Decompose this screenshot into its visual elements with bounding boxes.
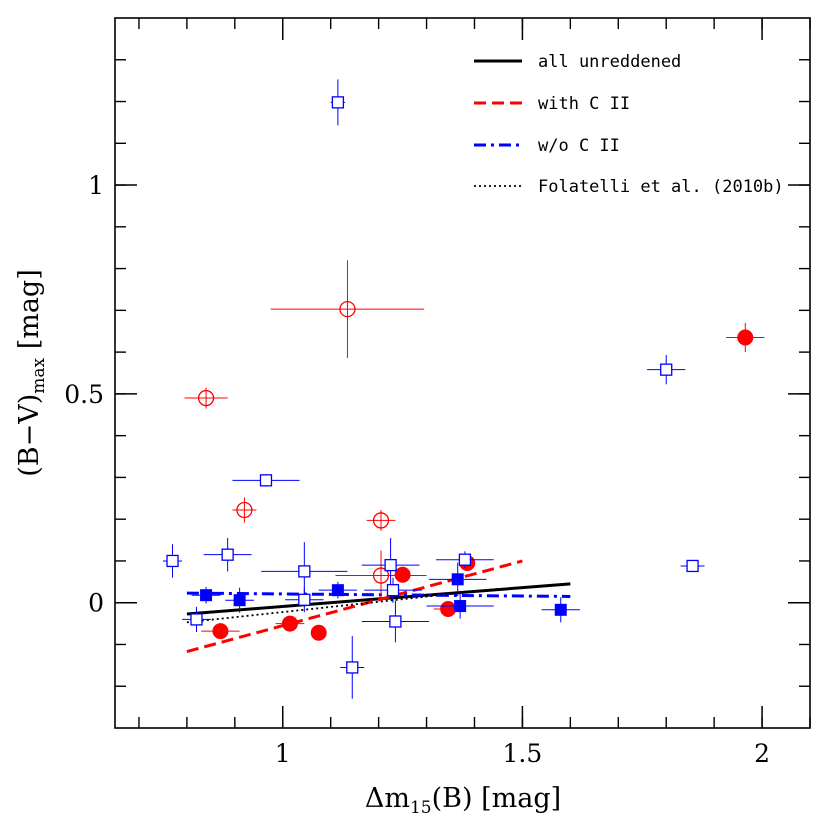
y-axis-title: (B−V)max [mag] bbox=[14, 269, 49, 477]
data-point bbox=[182, 606, 211, 632]
marker-filled-square bbox=[554, 603, 567, 616]
marker-open-circle bbox=[197, 389, 215, 407]
marker-open-square bbox=[331, 96, 345, 109]
marker-filled-square bbox=[451, 573, 464, 586]
marker-open-square bbox=[458, 553, 472, 566]
data-point bbox=[310, 624, 327, 641]
marker-open-square bbox=[386, 584, 400, 597]
legend-label: w/o C II bbox=[538, 136, 620, 156]
marker-open-square bbox=[298, 593, 311, 606]
data-point bbox=[394, 566, 411, 583]
data-point bbox=[340, 636, 365, 699]
data-point bbox=[203, 537, 252, 572]
marker-open-circle bbox=[372, 567, 390, 584]
data-point bbox=[162, 544, 183, 578]
fit-line bbox=[186, 591, 571, 598]
data-point bbox=[364, 577, 422, 603]
marker-filled-square bbox=[233, 594, 246, 607]
data-point bbox=[318, 581, 358, 599]
data-point bbox=[426, 593, 494, 619]
data-point bbox=[647, 355, 686, 385]
data-point bbox=[366, 509, 396, 531]
marker-filled-square bbox=[200, 589, 213, 602]
marker-open-square bbox=[298, 565, 311, 578]
legend-label: all unreddened bbox=[538, 52, 681, 72]
y-tick-label: 0.5 bbox=[64, 380, 104, 409]
marker-filled-circle bbox=[394, 566, 411, 583]
marker-open-square bbox=[259, 474, 273, 487]
marker-open-circle bbox=[339, 300, 356, 318]
marker-filled-circle bbox=[310, 624, 327, 641]
x-tick-label: 1 bbox=[275, 739, 291, 768]
marker-open-square bbox=[190, 613, 203, 626]
marker-open-square bbox=[346, 661, 359, 674]
data-point bbox=[232, 474, 300, 487]
marker-filled-square bbox=[331, 584, 344, 597]
y-tick-label: 0 bbox=[88, 589, 104, 618]
data-point bbox=[436, 551, 494, 569]
data-point bbox=[726, 322, 765, 353]
x-tick-label: 2 bbox=[754, 739, 770, 768]
y-tick-label: 1 bbox=[88, 171, 104, 200]
data-point bbox=[225, 587, 254, 613]
data-point bbox=[191, 586, 221, 604]
x-tick-label: 1.5 bbox=[503, 739, 543, 768]
data-point bbox=[184, 387, 228, 409]
marker-filled-circle bbox=[737, 329, 754, 346]
marker-open-circle bbox=[236, 501, 253, 519]
x-axis-title: Δm15(B) [mag] bbox=[365, 783, 561, 818]
marker-filled-square bbox=[454, 600, 467, 613]
data-point bbox=[285, 587, 324, 613]
data-point bbox=[201, 623, 240, 640]
marker-open-square bbox=[166, 554, 179, 568]
data-point bbox=[541, 597, 580, 623]
data-point bbox=[275, 615, 305, 632]
marker-open-square bbox=[384, 558, 397, 572]
fit-line bbox=[186, 559, 523, 654]
marker-filled-circle bbox=[281, 615, 298, 632]
plot-frame bbox=[114, 17, 811, 729]
marker-open-square bbox=[686, 559, 699, 573]
fit-line bbox=[186, 588, 499, 624]
data-point bbox=[361, 537, 420, 593]
marker-open-square bbox=[660, 363, 673, 376]
marker-filled-circle bbox=[440, 600, 457, 617]
data-point bbox=[680, 559, 705, 573]
plot-area bbox=[162, 79, 765, 699]
legend-label: Folatelli et al. (2010b) bbox=[538, 177, 784, 197]
marker-filled-circle bbox=[212, 623, 229, 640]
data-point bbox=[361, 600, 429, 643]
data-point bbox=[335, 550, 427, 601]
data-point bbox=[270, 260, 425, 358]
axes: 1 1.5 2 0 0.5 1 bbox=[64, 17, 811, 768]
legend-label: with C II bbox=[538, 94, 630, 114]
data-point bbox=[428, 562, 487, 597]
data-point bbox=[232, 497, 257, 523]
marker-open-square bbox=[389, 615, 402, 628]
data-point bbox=[330, 79, 346, 126]
legend: all unreddened with C II w/o C II Folatelli… bbox=[474, 52, 784, 197]
marker-open-square bbox=[221, 548, 234, 561]
marker-open-circle bbox=[372, 512, 390, 529]
